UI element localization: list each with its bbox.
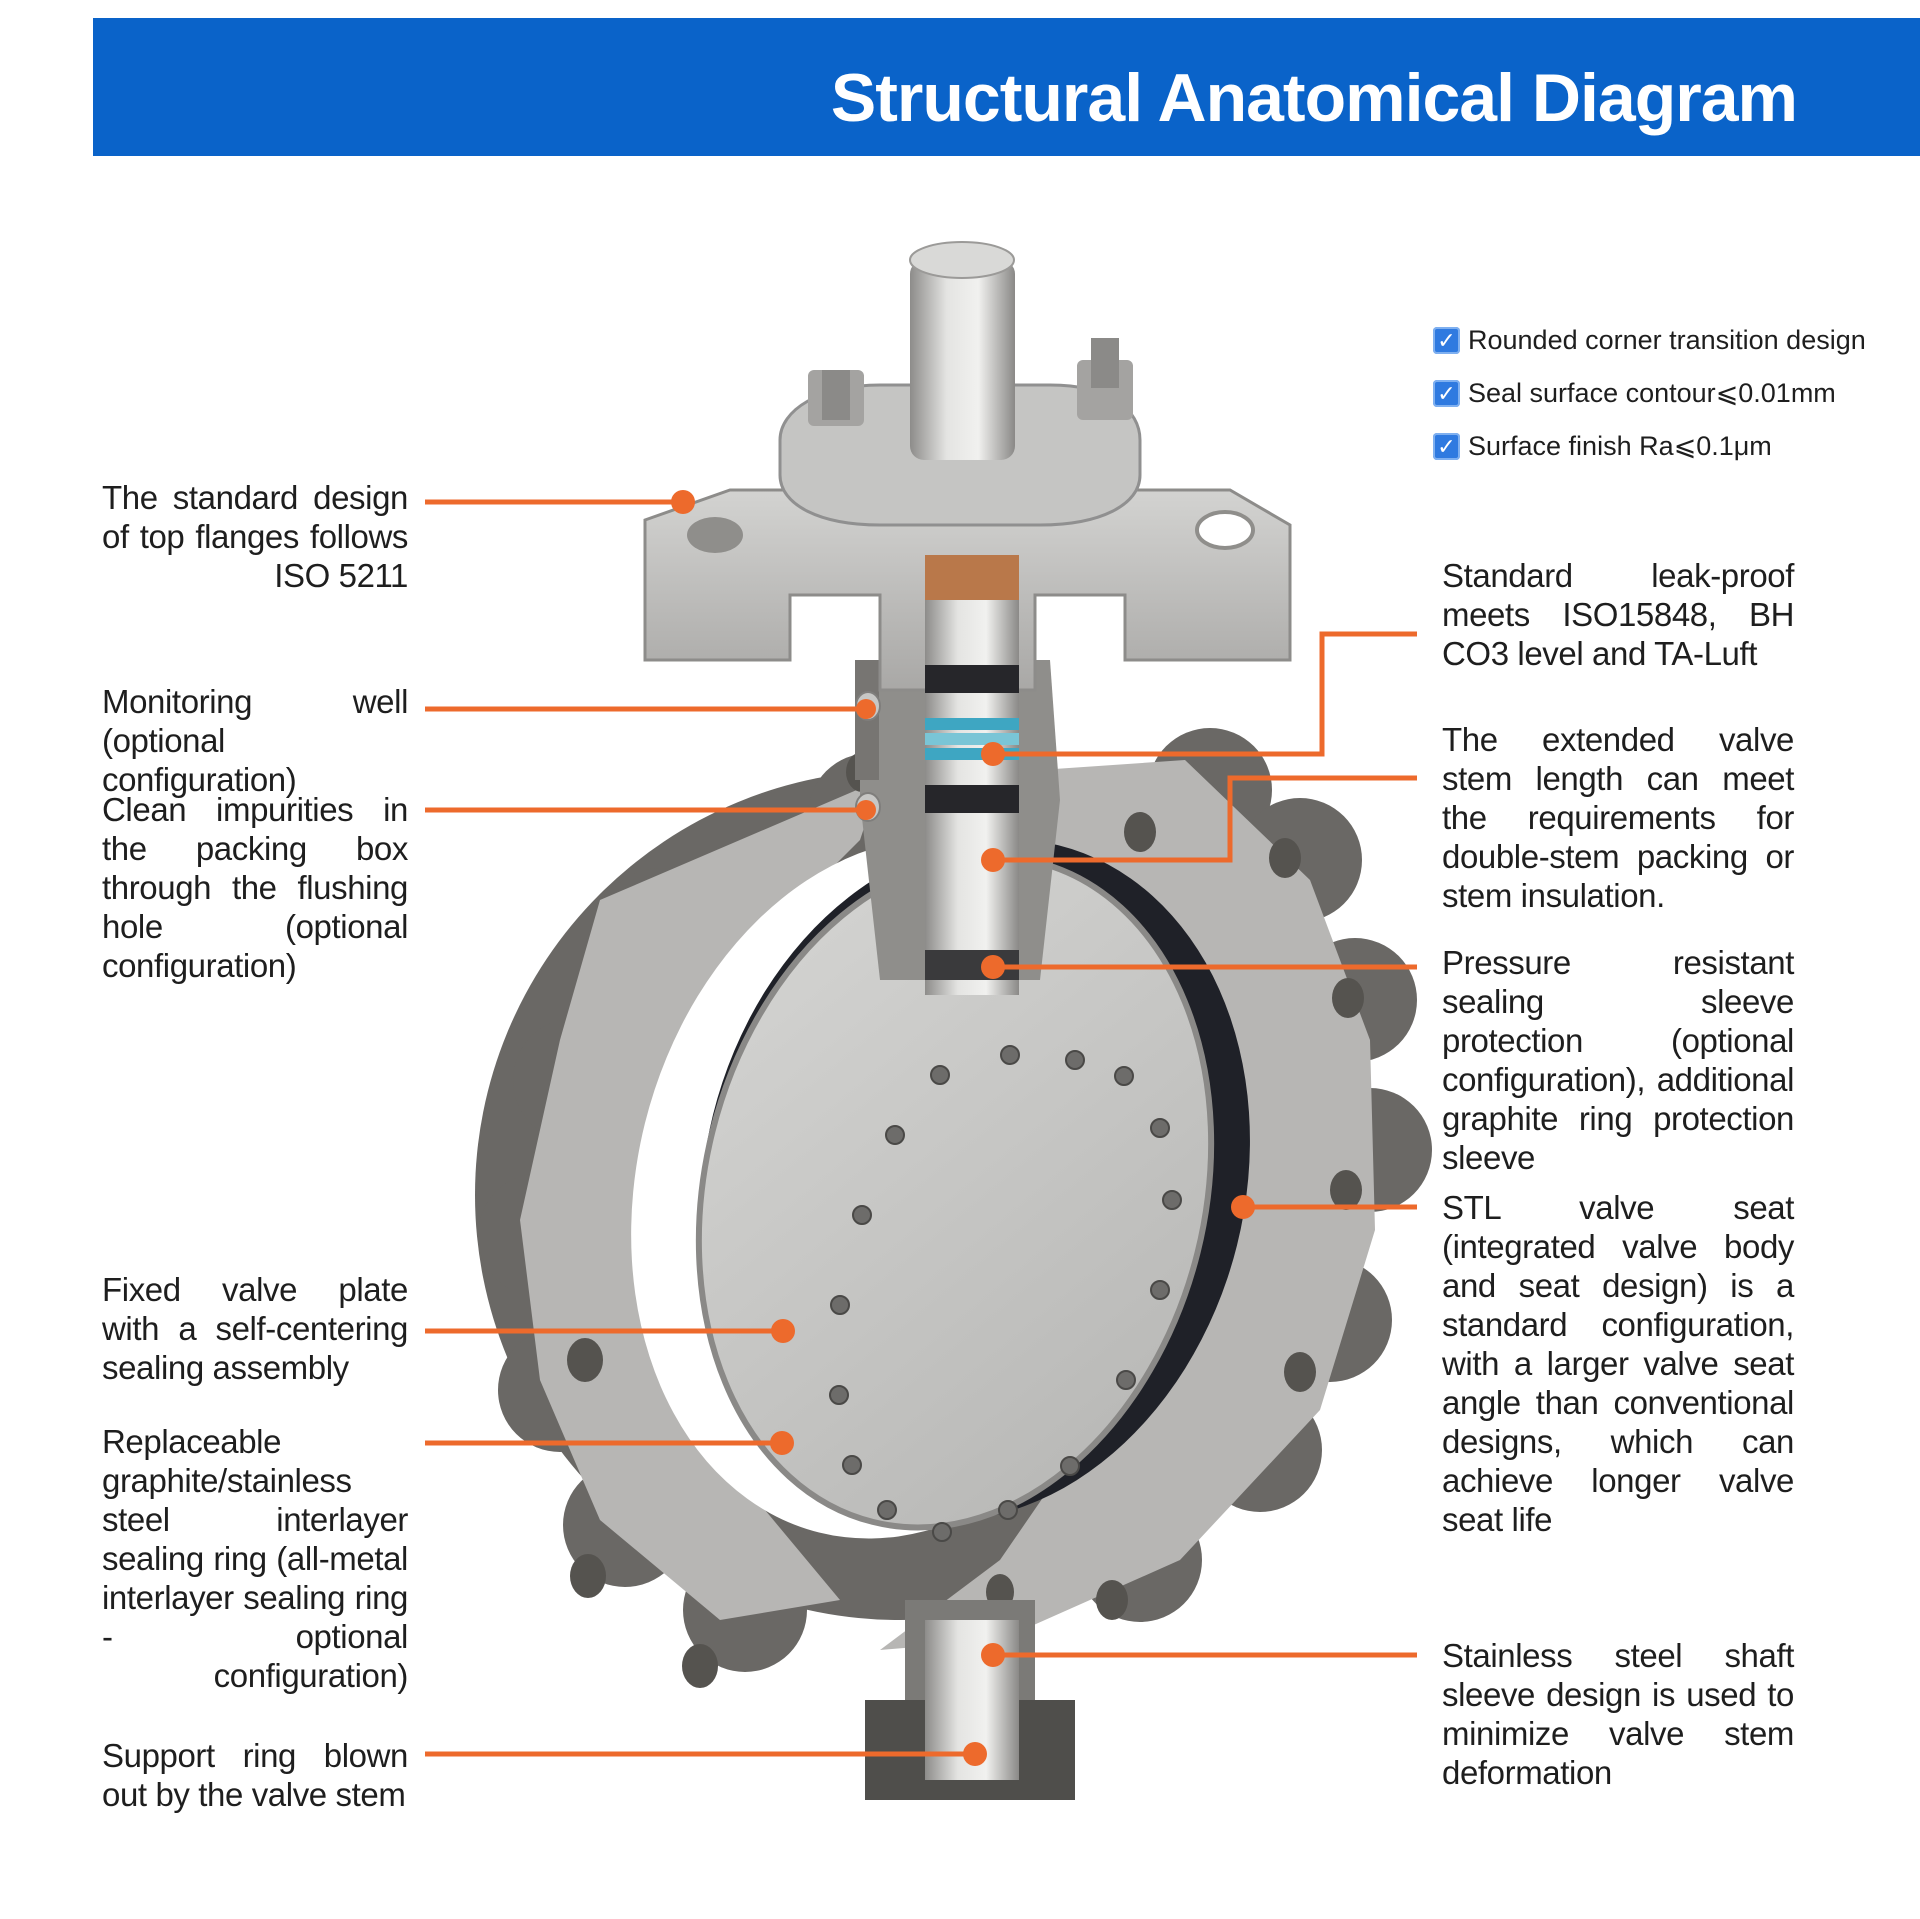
checkbox-checked-icon: ✓ (1433, 380, 1460, 407)
callout-dot (981, 955, 1005, 979)
callout-top-flange: The standard design of top flanges follo… (102, 479, 408, 594)
callout-monitoring-well: Monitoring well (optional configuration) (102, 683, 408, 798)
callout-extended-stem: The extended valve stem length can meet … (1442, 721, 1794, 914)
callout-valve-plate: Fixed valve plate with a self-centering … (102, 1271, 408, 1386)
callout-dot (770, 1431, 794, 1455)
callout-dot (981, 742, 1005, 766)
callout-dot (671, 490, 695, 514)
callout-dot (856, 699, 876, 719)
feature-item: ✓ Seal surface contour⩽0.01mm (1433, 367, 1866, 420)
callout-support-ring: Support ring blown out by the valve stem (102, 1737, 408, 1813)
callout-sealing-ring: Replaceable graphite/stainless steel int… (102, 1423, 408, 1694)
feature-text: Seal surface contour⩽0.01mm (1468, 378, 1836, 408)
feature-text: Rounded corner transition design (1468, 325, 1866, 355)
callout-leak-proof: Standard leak-proof meets ISO15848, BH C… (1442, 557, 1794, 672)
callout-shaft-sleeve: Stainless steel shaft sleeve design is u… (1442, 1637, 1794, 1791)
checkbox-checked-icon: ✓ (1433, 327, 1460, 354)
feature-list: ✓ Rounded corner transition design ✓ Sea… (1433, 314, 1866, 473)
callout-dot (963, 1742, 987, 1766)
feature-item: ✓ Rounded corner transition design (1433, 314, 1866, 367)
callout-flushing-hole: Clean impurities in the packing box thro… (102, 791, 408, 984)
valve-stem (909, 241, 1019, 1780)
callout-dot (981, 848, 1005, 872)
feature-text: Surface finish Ra⩽0.1μm (1468, 431, 1772, 461)
feature-item: ✓ Surface finish Ra⩽0.1μm (1433, 420, 1866, 473)
callout-dot (981, 1643, 1005, 1667)
checkbox-checked-icon: ✓ (1433, 433, 1460, 460)
callout-sealing-sleeve: Pressure resistant sealing sleeve protec… (1442, 944, 1794, 1176)
title-bar: Structural Anatomical Diagram (93, 18, 1920, 156)
callout-dot (771, 1319, 795, 1343)
callout-dot (856, 800, 876, 820)
callout-valve-seat: STL valve seat (integrated valve body an… (1442, 1189, 1794, 1538)
callout-lines (425, 499, 1417, 1757)
page-title: Structural Anatomical Diagram (830, 60, 1798, 136)
callout-dot (1231, 1195, 1255, 1219)
